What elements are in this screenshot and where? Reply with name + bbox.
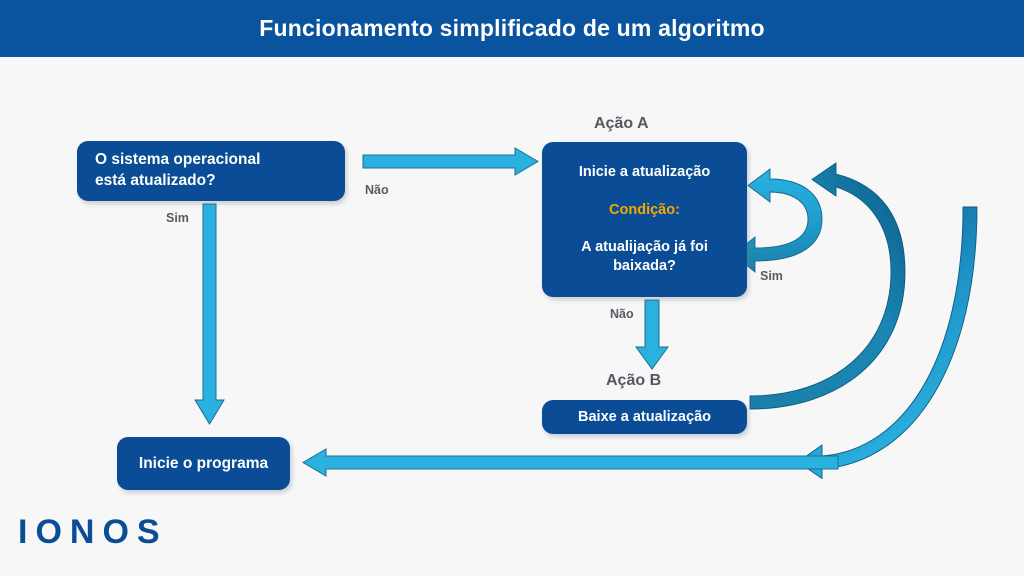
arrow-back-to-start-program — [302, 448, 839, 477]
arrow-sim-to-start-program — [194, 203, 225, 425]
node-start-program[interactable]: Inicie o programa — [117, 437, 290, 490]
edge-label-sim-left: Sim — [166, 211, 189, 225]
node-os-updated-line1: O sistema operacional — [95, 151, 261, 169]
header-bar: Funcionamento simplificado de um algorit… — [0, 0, 1024, 57]
arrow-nao-to-action-a — [362, 147, 539, 176]
edge-label-nao-top: Não — [365, 183, 389, 197]
node-action-a-question: A atualijação já foi baixada? — [554, 238, 735, 276]
flowchart: O sistema operacional está atualizado? I… — [0, 57, 1024, 576]
caption-action-a: Ação A — [594, 115, 649, 132]
arrow-nao-to-action-b — [635, 299, 669, 370]
node-start-program-title: Inicie o programa — [138, 454, 269, 472]
flowchart-arrows-layer — [194, 147, 978, 480]
caption-action-b: Ação B — [606, 372, 662, 389]
node-action-b-title: Baixe a atualização — [578, 409, 711, 425]
arrow-to-start-program-outer — [797, 206, 978, 480]
edge-label-sim-loop: Sim — [760, 269, 783, 283]
node-action-a-question-line2: baixada? — [613, 257, 676, 274]
node-action-a-title: Inicie a atualização — [578, 164, 711, 181]
node-action-a-question-line1: A atualijação já foi — [581, 239, 708, 256]
node-action-a[interactable]: Inicie a atualização Condição: A atualij… — [542, 142, 747, 297]
edge-label-nao-mid: Não — [610, 307, 634, 321]
ionos-logo: IONOS — [18, 513, 168, 551]
node-action-b[interactable]: Baixe a atualização — [542, 400, 747, 434]
node-os-updated[interactable]: O sistema operacional está atualizado? — [77, 141, 345, 201]
arrow-sim-loop-action-a — [732, 168, 823, 273]
node-os-updated-line2: está atualizado? — [95, 172, 216, 189]
node-action-a-condition-label: Condição: — [609, 201, 680, 218]
page-title: Funcionamento simplificado de um algorit… — [259, 15, 765, 41]
arrow-action-b-to-action-a — [749, 162, 906, 410]
